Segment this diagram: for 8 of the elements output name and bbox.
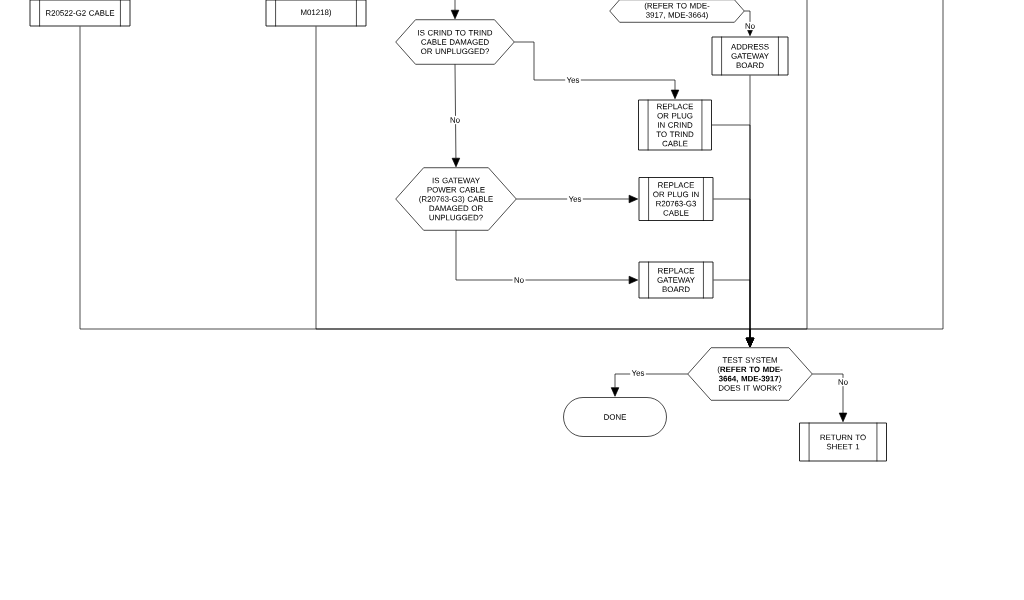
arrow xyxy=(745,0,944,348)
arrow xyxy=(451,63,461,168)
arrow xyxy=(515,194,639,204)
arrow xyxy=(610,373,689,397)
arrow xyxy=(811,373,848,423)
arrow xyxy=(513,41,680,100)
arrow xyxy=(455,229,639,285)
arrow xyxy=(450,0,460,20)
